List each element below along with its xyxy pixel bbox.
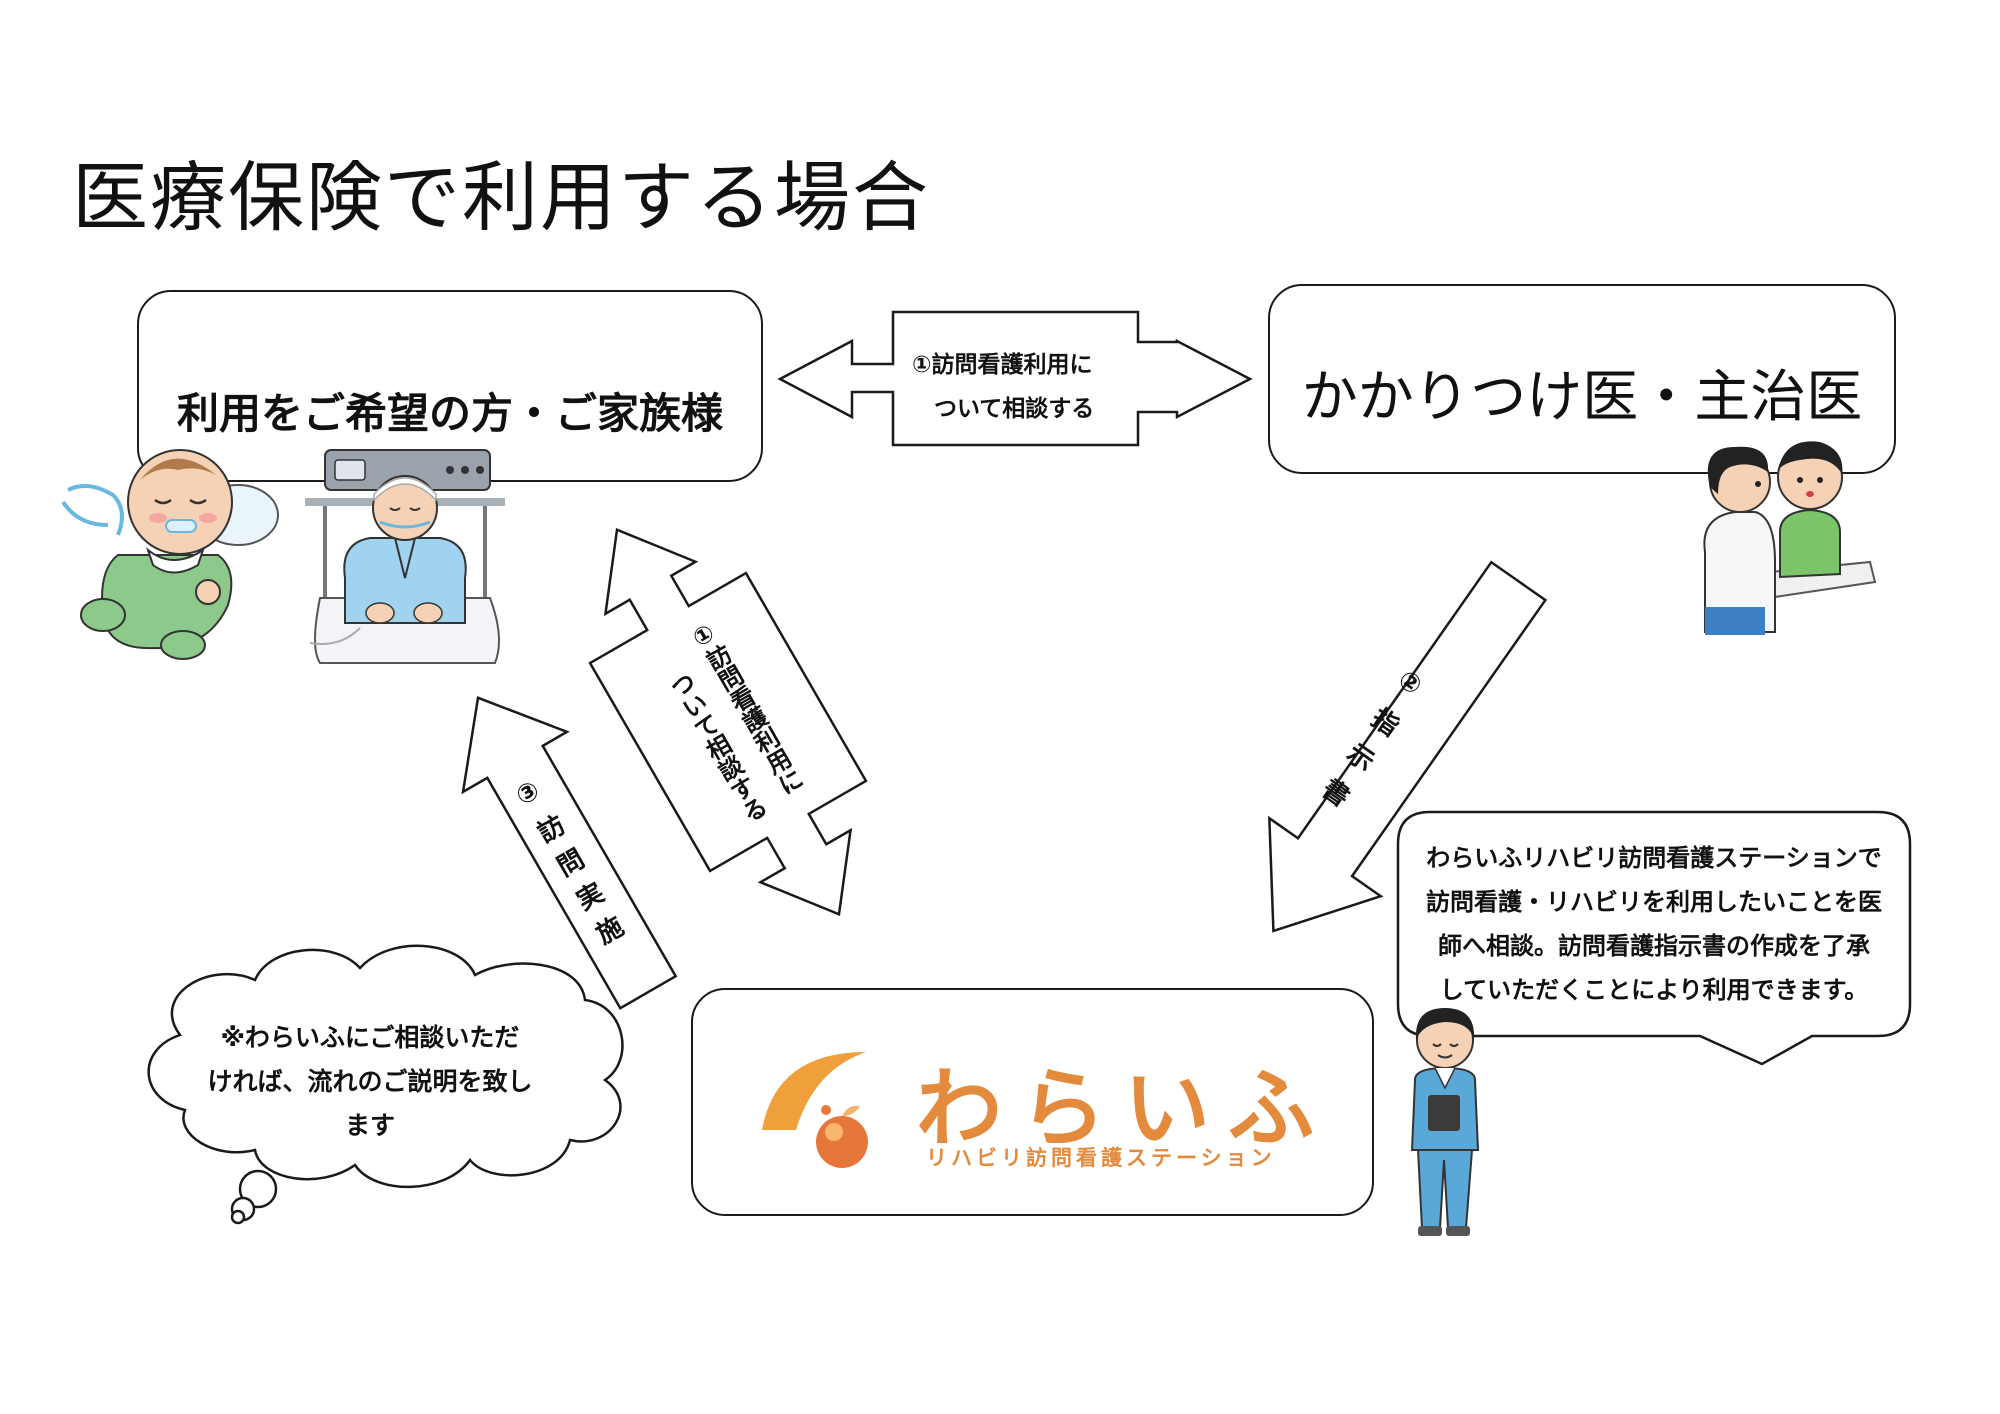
double-arrow-patient-doctor (777, 310, 1253, 447)
cloud-text: ※わらいふにご相談いただ ければ、流れのご説明を致し ます (160, 1016, 580, 1148)
arrow-top-label-1: ①訪問看護利用に (912, 352, 1093, 378)
thought-bubble-large (238, 1169, 278, 1209)
speech-line-1: わらいふリハビリ訪問看護ステーションで (1426, 844, 1882, 872)
cloud-line-1: ※わらいふにご相談いただ (220, 1023, 520, 1052)
speech-line-3: 師へ相談。訪問看護指示書の作成を了承 (1438, 932, 1870, 960)
thought-cloud (147, 944, 624, 1189)
doctor-box: かかりつけ医・主治医 (1268, 284, 1896, 474)
hospital-bed-patient-icon (305, 449, 505, 664)
doctor-label: かかりつけ医・主治医 (1301, 365, 1863, 430)
page-title: 医療保険で利用する場合 (72, 153, 930, 242)
sleeping-baby-icon (61, 449, 279, 660)
logo-sub-text: リハビリ訪問看護ステーション (926, 1146, 1276, 1170)
arrow-visit (461, 696, 678, 1010)
thought-bubble-small (230, 1209, 246, 1225)
double-arrow-patient-station (588, 527, 868, 917)
arrow-order (1267, 560, 1548, 933)
logo-main-text: わらいふ (916, 1059, 1332, 1159)
doctor-consultation-icon (1703, 441, 1877, 635)
speech-line-2: 訪問看護・リハビリを利用したいことを医 (1426, 888, 1882, 916)
patient-family-box: 利用をご希望の方・ご家族様 (137, 290, 763, 482)
patient-family-label: 利用をご希望の方・ご家族様 (176, 389, 723, 438)
cloud-line-2: ければ、流れのご説明を致し (207, 1067, 533, 1096)
nurse-with-clipboard-icon (1410, 1008, 1480, 1236)
speech-bubble (1396, 810, 1912, 1066)
speech-line-4: していただくことにより利用できます。 (1439, 976, 1869, 1004)
warafu-logo: わらいふ リハビリ訪問看護ステーション (756, 1030, 1316, 1180)
arrow-top-label-2: ついて相談する (934, 396, 1095, 422)
cloud-line-3: ます (344, 1111, 395, 1140)
speech-text: わらいふリハビリ訪問看護ステーションで 訪問看護・リハビリを利用したいことを医 … (1404, 836, 1904, 1012)
sun-orange-logo-icon (762, 1052, 868, 1168)
